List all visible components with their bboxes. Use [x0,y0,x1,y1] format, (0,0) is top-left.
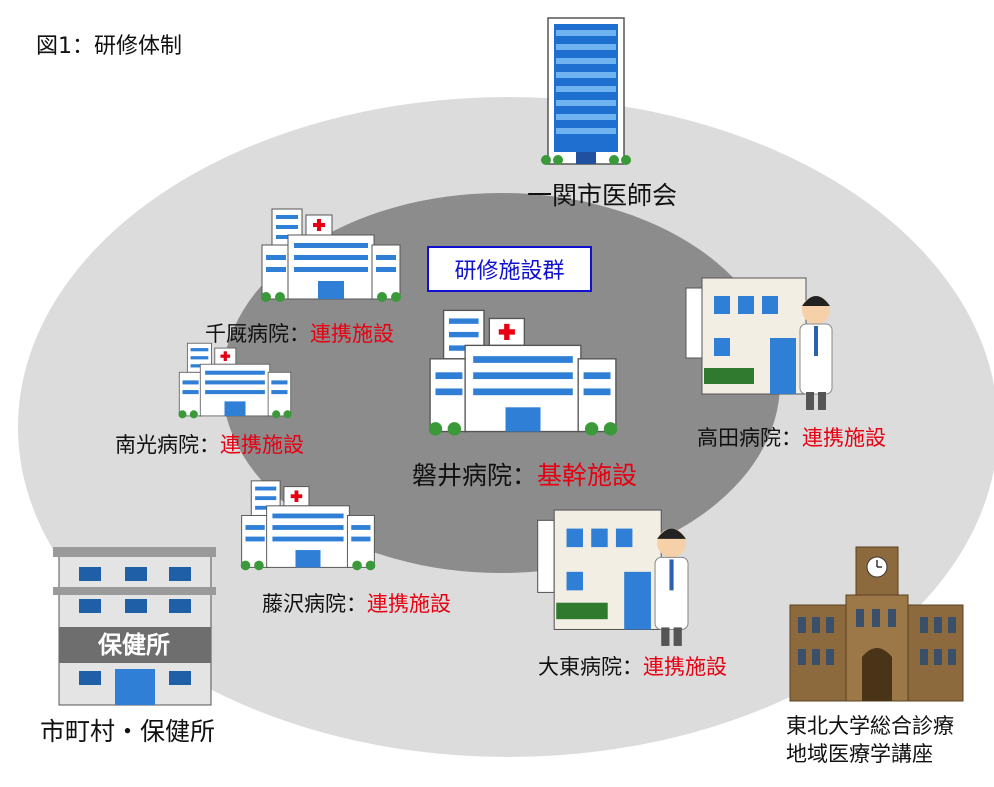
senmaya-label: 千厩病院：連携施設 [205,322,394,346]
fujisawa-label: 藤沢病院：連携施設 [262,592,451,616]
hospital-icon-fujisawa [240,480,376,571]
iwai-role: 基幹施設 [537,461,638,490]
hospital-icon-iwai [428,309,618,436]
fujisawa-role: 連携施設 [367,592,451,616]
nanko-label: 南光病院：連携施設 [115,433,304,457]
ishikai-label: 一関市医師会 [527,181,678,210]
health-center-sign: 保健所 [97,631,170,659]
health-center-building-icon: 保健所 [53,547,216,706]
university-building-icon [789,546,964,702]
iwai-label: 磐井病院：基幹施設 [412,461,638,490]
training-group-box: 研修施設群 [427,246,592,292]
iwai-name: 磐井病院 [412,461,513,490]
daito-role: 連携施設 [643,655,727,679]
page-title: 図1：研修体制 [36,34,182,59]
tohoku-label: 東北大学総合診療 地域医療学講座 [786,712,954,768]
takata-role: 連携施設 [802,426,886,450]
tohoku-label-line1: 東北大学総合診療 [786,714,954,738]
hospital-icon-nanko [178,342,292,419]
takata-label: 高田病院：連携施設 [697,426,886,450]
daito-name: 大東病院 [538,655,622,679]
clinic-doctor-icon-daito [537,509,689,646]
takata-name: 高田病院 [697,426,781,450]
senmaya-role: 連携施設 [310,322,394,346]
hokenjo-label: 市町村・保健所 [40,717,216,746]
tower-building-icon [541,17,631,165]
tohoku-label-line2: 地域医療学講座 [786,742,933,766]
daito-label: 大東病院：連携施設 [538,655,727,679]
nanko-name: 南光病院 [115,433,199,457]
clinic-doctor-icon-takata [685,277,833,410]
fujisawa-name: 藤沢病院 [262,592,346,616]
senmaya-name: 千厩病院 [205,322,289,346]
hospital-icon-senmaya [261,208,401,302]
nanko-role: 連携施設 [220,433,304,457]
